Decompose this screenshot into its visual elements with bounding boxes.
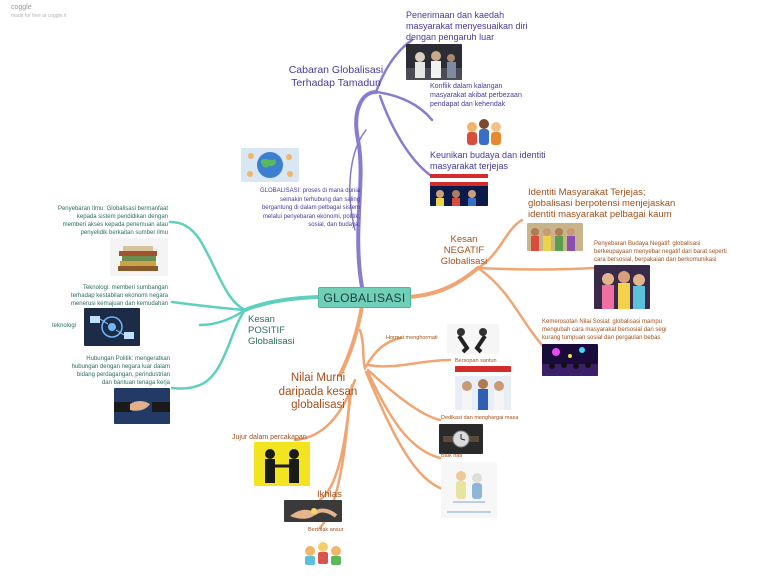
talking-people-image	[254, 442, 310, 486]
node-teknologi-desc[interactable]: Teknologi: memberi sumbangan terhadap ke…	[70, 285, 168, 307]
node-dedikasi[interactable]: Dedikasi dan menghargai masa	[441, 415, 519, 421]
node-definition[interactable]: GLOBALISASI: proses di mana dunia semaki…	[259, 188, 360, 228]
nightclub-image	[542, 344, 598, 376]
node-konflik[interactable]: Konflik dalam kalangan masyarakat akibat…	[430, 83, 522, 108]
students-image	[455, 366, 511, 410]
node-jujur[interactable]: Jujur dalam percakapan	[232, 434, 307, 441]
handshake-image	[114, 388, 170, 424]
branch-cabaran-label[interactable]: Cabaran Globalisasi Terhadap Tamadun	[288, 64, 384, 89]
technology-image	[84, 308, 140, 346]
giving-hands-image	[284, 500, 342, 522]
node-ikhlas[interactable]: Ikhlas	[317, 489, 342, 500]
node-keunikan[interactable]: Keunikan budaya dan identiti masyarakat …	[430, 150, 546, 171]
branch-negatif-label[interactable]: Kesan NEGATIF Globalisasi	[440, 234, 488, 267]
central-node[interactable]: GLOBALISASI	[318, 287, 411, 308]
party-people-image	[594, 265, 650, 309]
branch-positif-label[interactable]: Kesan POSITIF Globalisasi	[248, 314, 295, 347]
logo-tagline: made for free at coggle.it	[11, 13, 67, 19]
globe-image	[241, 148, 299, 182]
node-baik-hati[interactable]: Baik hati	[441, 453, 463, 459]
node-nilai-sosial[interactable]: Kemerosotan Nilai Sosial: globalisasi ma…	[542, 319, 667, 341]
node-penerimaan[interactable]: Penerimaan dan kaedah masyarakat menyesu…	[406, 10, 528, 42]
branch-nilai-label[interactable]: Nilai Murni daripada kesan globalisasi	[278, 372, 358, 411]
node-penyebaran-ilmu[interactable]: Penyebaran Ilmu: Globalisasi bermanfaat …	[57, 206, 168, 236]
node-budaya-negatif[interactable]: Penyebaran Budaya Negatif: globalisasi b…	[594, 241, 727, 263]
flag-crowd-image	[430, 174, 488, 206]
bowing-people-image	[447, 324, 499, 354]
cultural-people-image	[527, 223, 583, 251]
crowd-icon	[462, 115, 506, 147]
logo-name: coggle	[11, 4, 32, 11]
people-image	[406, 44, 462, 80]
node-hormat[interactable]: Hormat menghormati	[386, 335, 438, 341]
node-teknologi[interactable]: teknologi	[52, 323, 77, 329]
cooperation-image	[300, 537, 346, 567]
node-tolak-ansur[interactable]: Bertolak ansur	[308, 527, 344, 533]
books-image	[110, 238, 168, 276]
coggle-logo[interactable]: coggle made for free at coggle.it	[11, 4, 66, 20]
helping-elder-image	[441, 462, 497, 518]
node-sopan[interactable]: Bersopan santun	[455, 358, 497, 364]
watch-image	[439, 424, 483, 454]
node-identiti[interactable]: Identiti Masyarakat Terjejas; globalisas…	[528, 187, 676, 220]
node-hubungan-politik[interactable]: Hubungan Politik: mengeratkan hubungan d…	[71, 356, 170, 386]
